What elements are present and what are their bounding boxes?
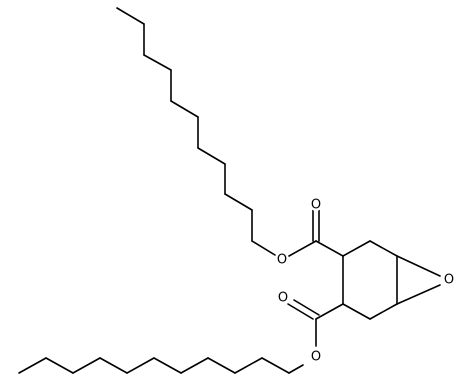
- lower-nonyl-chain: [18, 357, 304, 374]
- bond: [251, 240, 276, 256]
- oxygen-atom-upper-carbonyl: O: [310, 198, 322, 213]
- bond: [116, 7, 145, 25]
- bond: [261, 357, 290, 374]
- bond: [342, 303, 371, 320]
- bond: [153, 357, 182, 374]
- bond: [342, 240, 371, 257]
- bond: [143, 54, 172, 71]
- upper-nonyl-chain: [116, 7, 276, 256]
- bond: [396, 255, 441, 277]
- bond: [396, 284, 441, 305]
- bond: [287, 303, 314, 320]
- bond: [288, 364, 304, 374]
- bond: [45, 357, 74, 374]
- oxygen-atom-lower-carbonyl: O: [276, 291, 290, 306]
- bond: [72, 357, 101, 374]
- bond: [18, 357, 47, 374]
- upper-ester-group: [288, 209, 344, 257]
- bond: [369, 303, 398, 320]
- atom-labels: O O O O O: [275, 198, 456, 365]
- bond: [180, 357, 209, 374]
- atom-label: O: [277, 253, 287, 268]
- epoxide-ring: [396, 255, 441, 305]
- atom-label: O: [311, 198, 321, 213]
- atom-label: O: [444, 273, 454, 288]
- bond: [234, 357, 263, 374]
- atom-label: O: [311, 350, 321, 365]
- bond: [170, 100, 199, 118]
- bond: [293, 299, 320, 316]
- bond: [99, 357, 128, 374]
- cyclohexane-ring: [342, 240, 398, 320]
- oxygen-atom-lower-ester-link: O: [309, 350, 323, 365]
- bond: [315, 240, 344, 257]
- bond: [224, 193, 253, 211]
- bond: [369, 240, 398, 257]
- oxygen-atom-upper-ester-link: O: [275, 253, 289, 268]
- atom-label: O: [278, 291, 288, 306]
- bond: [207, 357, 236, 374]
- bond: [197, 147, 226, 165]
- lower-ester-group: [287, 299, 344, 347]
- bond: [315, 303, 344, 320]
- bond: [288, 240, 317, 257]
- bond: [126, 357, 155, 374]
- oxygen-atom-epoxide: O: [442, 273, 456, 288]
